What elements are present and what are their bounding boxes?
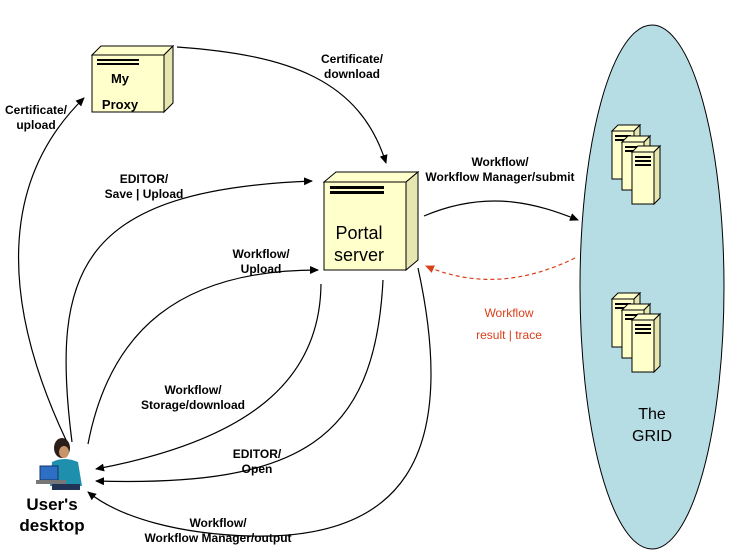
grid-server-stack-bottom bbox=[610, 291, 662, 374]
label-workflow-output: Workflow/ Workflow Manager/output bbox=[144, 516, 292, 545]
edge-workflow-result bbox=[425, 257, 576, 280]
desktop-label: User's desktop bbox=[19, 495, 85, 535]
label-certificate-download: Certificate/ download bbox=[320, 52, 384, 81]
label-workflow-storage: Workflow/ Storage/download bbox=[140, 383, 245, 412]
edge-certificate-download bbox=[176, 46, 388, 164]
grid-ellipse bbox=[579, 24, 725, 550]
label-workflow-result: Workflow result | trace bbox=[476, 306, 542, 342]
portal-label: Portal server bbox=[333, 223, 384, 265]
edge-workflow-submit bbox=[423, 200, 579, 221]
label-workflow-upload: Workflow/ Upload bbox=[232, 247, 290, 276]
proxy-label: My Proxy bbox=[101, 71, 139, 112]
label-workflow-submit: Workflow/ Workflow Manager/submit bbox=[425, 155, 575, 184]
edge-workflow-output bbox=[87, 267, 432, 537]
grid-label: The GRID bbox=[632, 406, 672, 445]
edge-editor-open bbox=[95, 279, 384, 486]
proxy-server-box bbox=[90, 44, 175, 114]
user-person-icon bbox=[36, 438, 82, 490]
grid-server-stack-top bbox=[610, 123, 662, 206]
edge-certificate-upload bbox=[18, 97, 85, 441]
label-editor-open: EDITOR/ Open bbox=[232, 447, 282, 476]
label-editor-save: EDITOR/ Save | Upload bbox=[104, 172, 184, 201]
edge-editor-save bbox=[65, 177, 313, 443]
edge-workflow-storage bbox=[95, 283, 322, 472]
edge-workflow-upload bbox=[87, 266, 319, 445]
label-certificate-upload: Certificate/ upload bbox=[4, 103, 68, 132]
portal-server-box bbox=[322, 170, 420, 272]
